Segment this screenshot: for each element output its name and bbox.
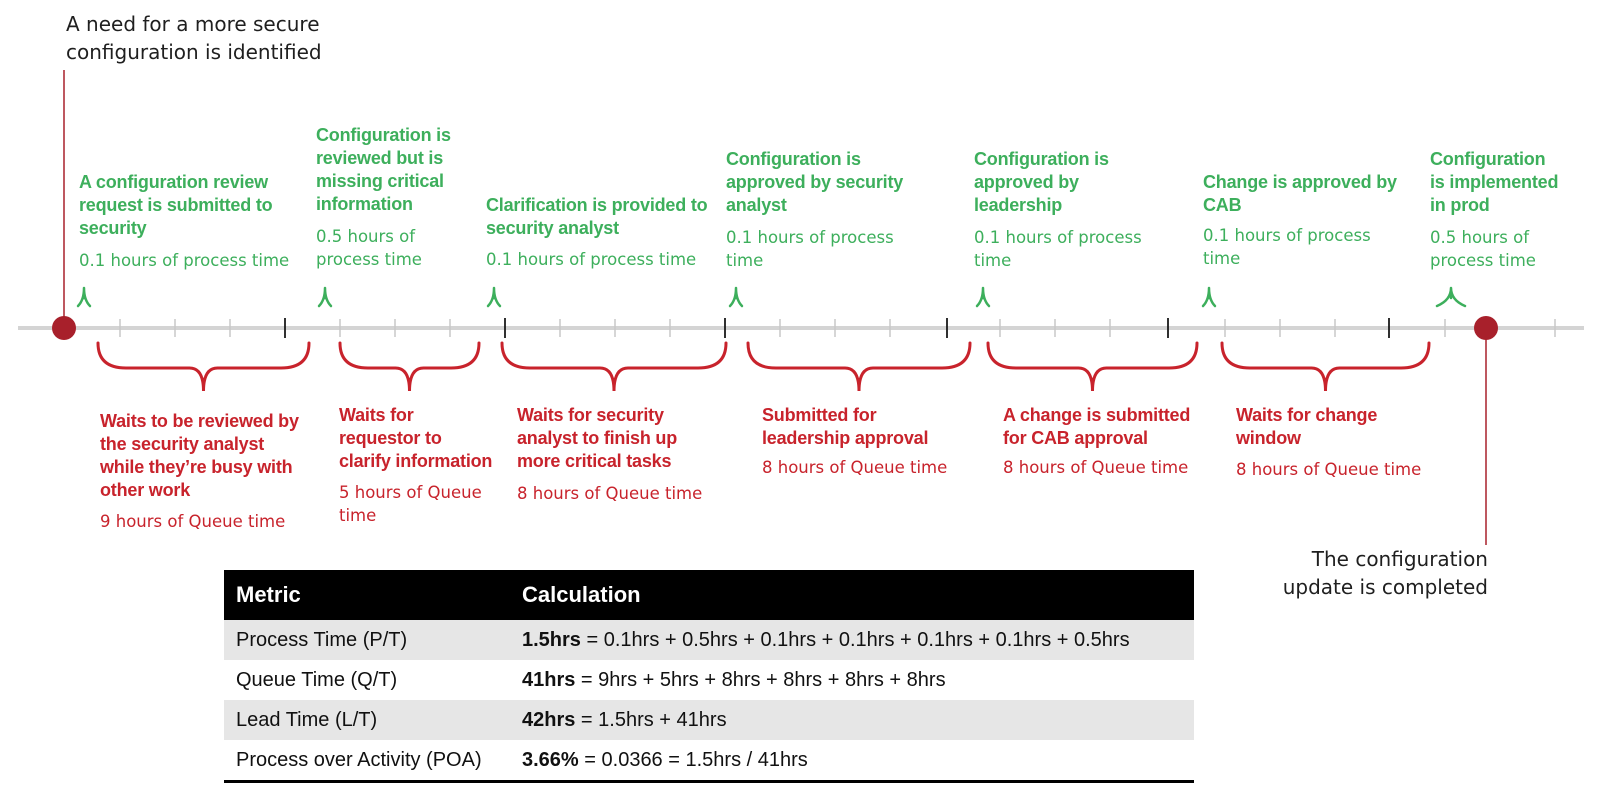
queue-step-title: Waits for requestor to clarify informati… [339, 405, 493, 471]
process-arrow-icon [317, 286, 333, 308]
process-step-title: Configuration is approved by security an… [726, 149, 904, 215]
start-marker [52, 316, 76, 340]
process-arrow-icon [76, 286, 92, 308]
process-step-title: A configuration review request is submit… [79, 172, 273, 238]
process-step-time: 0.1 hours of process time [726, 228, 894, 270]
queue-step-title: Submitted for leadership approval [762, 405, 929, 448]
process-step-time: 0.1 hours of process time [974, 228, 1142, 270]
table-row: Process over Activity (POA) 3.66% = 0.03… [224, 740, 1194, 783]
process-step-title: Configuration is implemented in prod [1430, 149, 1559, 215]
process-step-title: Clarification is provided to security an… [486, 195, 708, 238]
calculation-result: 3.66% [522, 748, 579, 771]
end-marker [1474, 316, 1498, 340]
process-arrow-icon [1435, 286, 1467, 308]
queue-step-time: 8 hours of Queue time [517, 484, 703, 503]
end-annotation: The configuration update is completed [1240, 545, 1488, 601]
column-header-metric: Metric [224, 570, 510, 620]
queue-brace [338, 341, 481, 392]
process-step-time: 0.5 hours of process time [1430, 228, 1536, 270]
start-annotation: A need for a more secure configuration i… [66, 10, 322, 66]
process-arrow-icon [1201, 286, 1217, 308]
calculation-result: 42hrs [522, 708, 576, 731]
calculation-formula: = 1.5hrs + 41hrs [575, 708, 727, 731]
calculation-formula: = 9hrs + 5hrs + 8hrs + 8hrs + 8hrs + 8hr… [575, 668, 946, 691]
calculation-cell: 42hrs = 1.5hrs + 41hrs [510, 700, 1194, 740]
queue-step-time: 8 hours of Queue time [1236, 460, 1422, 479]
end-annotation-line: The configuration [1311, 547, 1488, 571]
calculation-cell: 3.66% = 0.0366 = 1.5hrs / 41hrs [510, 740, 1194, 783]
process-arrow-icon [486, 286, 502, 308]
queue-step-time: 8 hours of Queue time [762, 458, 948, 477]
calculation-cell: 41hrs = 9hrs + 5hrs + 8hrs + 8hrs + 8hrs… [510, 660, 1194, 700]
queue-step-title: Waits for security analyst to finish up … [517, 405, 678, 471]
start-annotation-line: A need for a more secure [66, 12, 320, 36]
table-row: Process Time (P/T) 1.5hrs = 0.1hrs + 0.5… [224, 620, 1194, 660]
end-annotation-line: update is completed [1282, 575, 1488, 599]
metrics-table: Metric Calculation Process Time (P/T) 1.… [224, 570, 1194, 783]
queue-brace [1220, 341, 1431, 392]
process-arrow-icon [728, 286, 744, 308]
calculation-formula: = 0.0366 = 1.5hrs / 41hrs [578, 748, 808, 771]
table-header-row: Metric Calculation [224, 570, 1194, 620]
metric-cell: Process Time (P/T) [224, 620, 510, 660]
process-step-time: 0.1 hours of process time [79, 251, 290, 270]
queue-step-title: Waits for change window [1236, 405, 1378, 448]
queue-step-title: A change is submitted for CAB approval [1003, 405, 1191, 448]
column-header-calculation: Calculation [510, 570, 1194, 620]
metric-cell: Queue Time (Q/T) [224, 660, 510, 700]
calculation-cell: 1.5hrs = 0.1hrs + 0.5hrs + 0.1hrs + 0.1h… [510, 620, 1194, 660]
queue-step-title: Waits to be reviewed by the security ana… [100, 411, 299, 500]
process-step-time: 0.1 hours of process time [1203, 226, 1371, 268]
process-step-title: Change is approved by CAB [1203, 172, 1397, 215]
queue-brace [986, 341, 1199, 392]
calculation-result: 1.5hrs [522, 628, 581, 651]
process-step-time: 0.5 hours of process time [316, 227, 422, 269]
metric-cell: Process over Activity (POA) [224, 740, 510, 783]
calculation-result: 41hrs [522, 668, 576, 691]
process-step-title: Configuration is approved by leadership [974, 149, 1109, 215]
queue-step-time: 9 hours of Queue time [100, 512, 286, 531]
start-annotation-line: configuration is identified [66, 40, 322, 64]
queue-brace [746, 341, 972, 392]
queue-brace [500, 341, 728, 392]
metric-cell: Lead Time (L/T) [224, 700, 510, 740]
queue-brace [96, 341, 311, 392]
queue-step-time: 5 hours of Queue time [339, 483, 482, 525]
queue-step-time: 8 hours of Queue time [1003, 458, 1189, 477]
process-step-time: 0.1 hours of process time [486, 250, 697, 269]
calculation-formula: = 0.1hrs + 0.5hrs + 0.1hrs + 0.1hrs + 0.… [580, 628, 1130, 651]
table-row: Lead Time (L/T) 42hrs = 1.5hrs + 41hrs [224, 700, 1194, 740]
process-arrow-icon [975, 286, 991, 308]
process-step-title: Configuration is reviewed but is missing… [316, 125, 451, 214]
table-row: Queue Time (Q/T) 41hrs = 9hrs + 5hrs + 8… [224, 660, 1194, 700]
